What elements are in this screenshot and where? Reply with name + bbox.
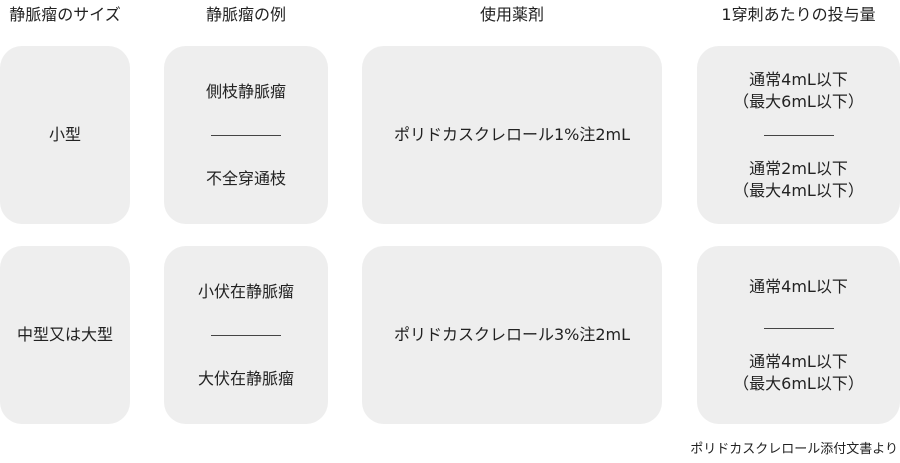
size-label: 小型: [48, 125, 81, 144]
size-label: 中型又は大型: [16, 325, 113, 344]
dose-line: 通常4mL以下: [749, 351, 848, 371]
dose-max-line: （最大6mL以下）: [733, 91, 864, 111]
header-size: 静脈瘤のサイズ: [9, 5, 121, 24]
drug-label: ポリドカスクレロール3%注2mL: [393, 325, 631, 344]
divider: [763, 134, 834, 136]
drug-card-small: ポリドカスクレロール1%注2mL: [362, 46, 662, 224]
drug-card-medium-large: ポリドカスクレロール3%注2mL: [362, 246, 662, 424]
dose-card-small: 通常4mL以下 （最大6mL以下） 通常2mL以下 （最大4mL以下）: [697, 46, 900, 224]
divider: [763, 327, 834, 329]
dose-max-line: （最大6mL以下）: [733, 373, 864, 393]
example-card-small: 側枝静脈瘤 不全穿通枝: [164, 46, 328, 224]
source-note: ポリドカスクレロール添付文書より: [690, 442, 898, 457]
size-card-medium-large: 中型又は大型: [0, 246, 130, 424]
dose-card-medium-large: 通常4mL以下 通常4mL以下 （最大6mL以下）: [697, 246, 900, 424]
example-label: 大伏在静脈瘤: [197, 368, 294, 388]
drug-label: ポリドカスクレロール1%注2mL: [393, 125, 631, 144]
header-drug: 使用薬剤: [479, 5, 544, 24]
dose-max-line: （最大4mL以下）: [733, 180, 864, 200]
example-card-medium-large: 小伏在静脈瘤 大伏在静脈瘤: [164, 246, 328, 424]
example-label: 側枝静脈瘤: [205, 81, 286, 101]
example-label: 小伏在静脈瘤: [197, 281, 294, 301]
divider: [211, 334, 281, 336]
header-example: 静脈瘤の例: [205, 5, 286, 24]
size-card-small: 小型: [0, 46, 130, 224]
example-label: 不全穿通枝: [205, 168, 286, 188]
dose-line: 通常4mL以下: [749, 69, 848, 89]
divider: [211, 134, 281, 136]
dose-line: 通常4mL以下: [749, 276, 848, 296]
header-dose: 1穿刺あたりの投与量: [721, 5, 876, 24]
dose-line: 通常2mL以下: [749, 158, 848, 178]
